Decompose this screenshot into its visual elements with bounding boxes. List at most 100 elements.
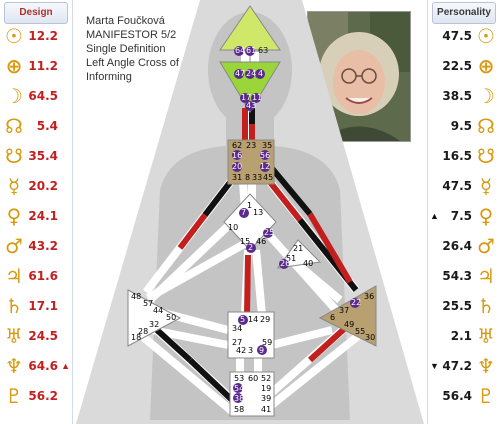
south-node-icon: ☋ — [477, 144, 495, 168]
gate-62: 62 — [232, 141, 243, 150]
gate-23: 23 — [246, 141, 257, 150]
gate-47: 47 — [235, 69, 246, 78]
saturn-icon: ♄ — [5, 294, 23, 318]
design-value: 12.2 — [28, 29, 58, 43]
personality-value: 56.4 — [442, 389, 472, 403]
gate-42: 42 — [236, 346, 247, 355]
gate-1: 1 — [247, 201, 253, 210]
gate-14: 14 — [248, 315, 259, 324]
design-row: ♂43.2 — [0, 235, 72, 259]
personality-value: 25.5 — [442, 299, 472, 313]
gate-34: 34 — [232, 324, 243, 333]
design-value: 11.2 — [28, 59, 58, 73]
gate-54: 54 — [234, 384, 245, 393]
gate-21: 21 — [293, 244, 304, 253]
gate-44: 44 — [153, 306, 164, 315]
gate-15: 15 — [240, 237, 251, 246]
design-value: 24.1 — [28, 209, 58, 223]
gate-10: 10 — [228, 223, 239, 232]
south-node-icon: ☋ — [5, 144, 23, 168]
gate-64: 64 — [235, 46, 246, 55]
north-node-icon: ☊ — [5, 114, 23, 138]
design-value: 17.1 — [28, 299, 58, 313]
personality-row: ♇56.4 — [428, 385, 500, 409]
personality-panel: Personality ☉47.5⊕22.5☽38.5☊9.5☋16.5☿47.… — [427, 0, 500, 424]
design-row: ♅24.5 — [0, 325, 72, 349]
gate-28: 28 — [138, 327, 149, 336]
gate-45: 45 — [263, 173, 274, 182]
design-row: ♄ 17.1 — [0, 295, 72, 319]
gate-18: 18 — [131, 333, 142, 342]
design-row: ☋35.4 — [0, 145, 72, 169]
personality-row: ♂26.4 — [428, 235, 500, 259]
personality-row: ♄ 25.5 — [428, 295, 500, 319]
gate-43: 43 — [246, 101, 257, 110]
personality-row: ☽38.5 — [428, 85, 500, 109]
uranus-icon: ♅ — [5, 324, 23, 348]
gate-22: 22 — [351, 298, 362, 307]
mercury-icon: ☿ — [479, 174, 493, 198]
gate-39: 39 — [261, 394, 272, 403]
moon-icon: ☽ — [5, 84, 23, 108]
design-row: ♀ 24.1 — [0, 205, 72, 229]
personality-value: 7.5 — [450, 209, 472, 223]
mercury-icon: ☿ — [7, 174, 21, 198]
gate-61: 61 — [246, 46, 257, 55]
gate-12: 12 — [260, 162, 271, 171]
gate-30: 30 — [365, 333, 376, 342]
design-row: ♇56.2 — [0, 385, 72, 409]
gate-57: 57 — [143, 299, 154, 308]
gate-58: 58 — [234, 405, 245, 414]
design-row: ☽ 64.5 — [0, 85, 72, 109]
gate-20: 20 — [232, 162, 243, 171]
design-row: ☊ 5.4 — [0, 115, 72, 139]
venus-icon: ♀ — [6, 204, 22, 228]
design-value: 5.4 — [36, 119, 58, 133]
design-value: 61.6 — [28, 269, 58, 283]
gate-60: 60 — [248, 374, 259, 383]
gate-46: 46 — [256, 237, 267, 246]
personality-value: 54.3 — [442, 269, 472, 283]
sun-icon: ☉ — [477, 24, 495, 48]
personality-row: ♅2.1 — [428, 325, 500, 349]
design-row: ♆64.6▲ — [0, 355, 72, 379]
personality-value: 9.5 — [450, 119, 472, 133]
gate-40: 40 — [303, 259, 314, 268]
design-row: ♃ 61.6 — [0, 265, 72, 289]
gate-50: 50 — [166, 313, 177, 322]
personality-row: ☊ 9.5 — [428, 115, 500, 139]
mars-icon: ♂ — [477, 234, 495, 258]
gate-36: 36 — [364, 292, 375, 301]
gate-17: 17 — [241, 93, 252, 102]
gate-55: 55 — [355, 327, 366, 336]
saturn-icon: ♄ — [477, 294, 495, 318]
gate-24: 24 — [246, 69, 257, 78]
personality-row: ☋ 16.5 — [428, 145, 500, 169]
neptune-icon: ♆ — [477, 354, 495, 378]
neptune-icon: ♆ — [5, 354, 23, 378]
gate-49: 49 — [344, 320, 355, 329]
mars-icon: ♂ — [5, 234, 23, 258]
gate-13: 13 — [253, 208, 264, 217]
gate-63: 63 — [258, 46, 269, 55]
design-row: ☿20.2 — [0, 175, 72, 199]
personality-value: 16.5 — [442, 149, 472, 163]
personality-row: ♆47.2▼ — [428, 355, 500, 379]
personality-row: ⊕22.5 — [428, 55, 500, 79]
design-value: 64.5 — [28, 89, 58, 103]
gate-2: 2 — [248, 243, 254, 252]
gate-3: 3 — [248, 346, 254, 355]
gate-16: 16 — [232, 151, 243, 160]
gate-29: 29 — [260, 315, 271, 324]
north-node-icon: ☊ — [477, 114, 495, 138]
jupiter-icon: ♃ — [5, 264, 23, 288]
design-value: 64.6 — [28, 359, 58, 373]
gate-8: 8 — [245, 173, 251, 182]
gate-52: 52 — [261, 374, 272, 383]
gate-31: 31 — [232, 173, 243, 182]
personality-value: 47.5 — [442, 29, 472, 43]
sun-icon: ☉ — [5, 24, 23, 48]
gate-11: 11 — [252, 93, 263, 102]
gate-27: 27 — [232, 338, 243, 347]
